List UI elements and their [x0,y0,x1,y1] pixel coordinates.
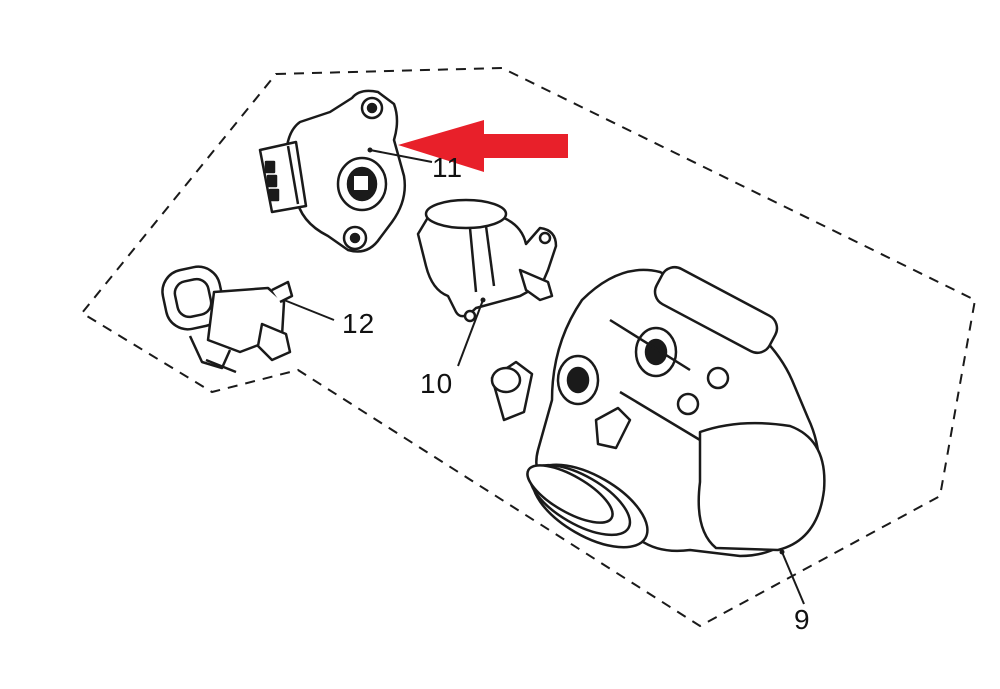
part-label-10: 10 [420,368,454,399]
leader-line-11 [369,149,433,163]
throttle-position-sensor [258,89,406,253]
pressure-sensor [161,265,294,374]
part-label-12: 12 [342,308,376,339]
part-label-11: 11 [432,152,464,183]
leader-line-9 [781,551,805,605]
part-label-9: 9 [794,604,811,635]
red-arrow-icon [398,120,568,172]
throttle-body [490,265,826,558]
idle-air-control-valve [416,198,558,323]
leader-line-12 [283,299,335,321]
leader-line-10 [457,299,484,367]
assembly-boundary [80,66,977,628]
